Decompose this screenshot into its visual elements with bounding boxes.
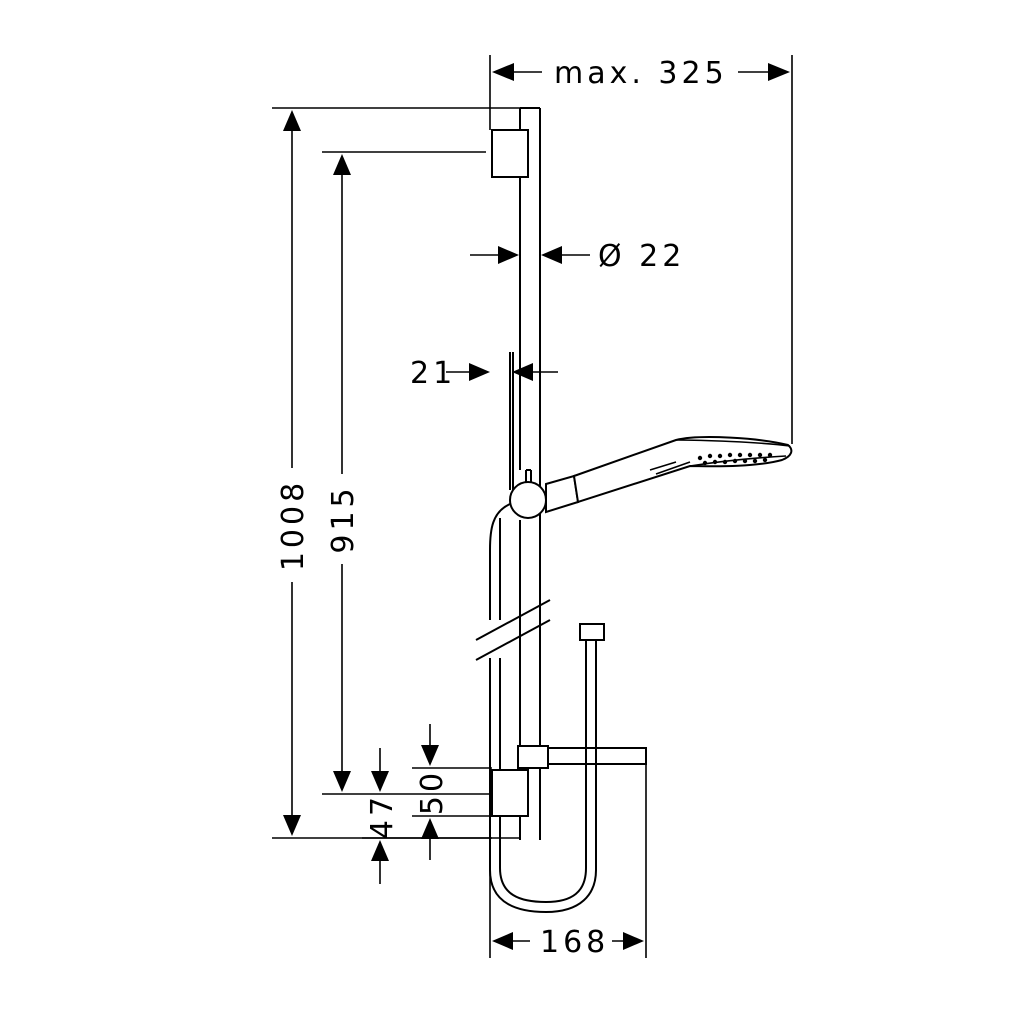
arrow-down-icon: [283, 815, 301, 836]
slider-joint: [509, 481, 547, 519]
arrow-up-icon: [371, 840, 389, 861]
arrow-up-icon: [283, 110, 301, 131]
dimension-width: 168: [540, 925, 609, 960]
arrow-left-icon: [492, 932, 513, 950]
arrow-left-icon: [541, 246, 562, 264]
arrow-up-icon: [333, 154, 351, 175]
shower-hose-left: [489, 503, 511, 620]
shower-hose-lower: [489, 640, 597, 914]
shelf: [548, 747, 647, 765]
dimension-labels: max. 325 Ø 22 21 1008 915 47 50 168: [276, 56, 728, 960]
dimension-bottom-offset-a: 47: [365, 793, 400, 839]
dimension-diameter: Ø 22: [598, 239, 685, 274]
hose-break-marks: [475, 599, 551, 661]
bottom-wall-bracket: [491, 769, 529, 817]
arrow-right-icon: [498, 246, 519, 264]
hose-connector: [579, 623, 605, 641]
hand-shower-handle: [572, 436, 793, 504]
hand-shower: [545, 474, 580, 514]
arrow-up-icon: [421, 818, 439, 839]
arrow-right-icon: [768, 63, 790, 81]
dimension-rail-height: 915: [326, 484, 361, 553]
dimension-lines: [272, 55, 793, 958]
arrow-left-icon: [492, 63, 514, 81]
spray-nozzles: [697, 452, 773, 466]
rail-inner-line: [509, 352, 514, 490]
arrow-down-icon: [421, 745, 439, 766]
dimension-max-reach: max. 325: [554, 56, 728, 91]
dimension-total-height: 1008: [276, 479, 311, 571]
arrow-down-icon: [333, 771, 351, 792]
shelf-bracket: [517, 745, 549, 769]
shower-rail-set: [475, 107, 793, 914]
arrow-down-icon: [371, 771, 389, 792]
handle-details: [649, 461, 691, 475]
dimension-bottom-offset-b: 50: [415, 769, 450, 815]
arrow-right-icon: [623, 932, 644, 950]
arrow-left-icon: [512, 363, 533, 381]
slider-knob: [525, 469, 532, 482]
top-wall-bracket: [491, 129, 529, 178]
dimension-rail-depth: 21: [410, 356, 456, 391]
arrow-right-icon: [469, 363, 490, 381]
